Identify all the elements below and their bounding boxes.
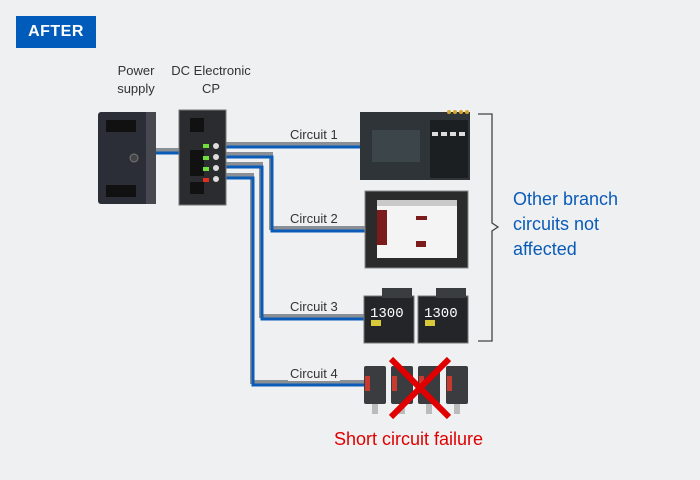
failure-label: Short circuit failure: [334, 429, 484, 449]
circuit-3-outline: [226, 162, 366, 318]
led-2: [203, 156, 209, 160]
controller-2-display: 1300: [424, 306, 458, 322]
note-line: Other branch: [513, 189, 619, 209]
circuit-4-wire: [226, 176, 366, 387]
plc-device: [360, 110, 470, 180]
led-4: [203, 178, 209, 182]
power-supply-device: [98, 112, 156, 204]
bracket: [478, 113, 500, 342]
led-1: [203, 144, 209, 148]
after-badge: AFTER: [16, 16, 96, 48]
circuit-2-wire: [226, 155, 366, 233]
note-line: affected: [513, 239, 577, 259]
cp-label: DC Electronic CP: [166, 62, 256, 98]
controller-1-display: 1300: [370, 306, 404, 322]
note-line: circuits not: [513, 214, 600, 234]
temperature-controllers: 1300 1300: [363, 288, 469, 344]
circuit-3-wire: [226, 165, 366, 321]
power-supply-label: Power supply: [108, 62, 164, 98]
circuit-1-label: Circuit 1: [288, 127, 340, 142]
label-line: supply: [117, 81, 155, 96]
label-line: DC Electronic: [171, 63, 251, 78]
label-line: CP: [201, 81, 221, 96]
led-3: [203, 167, 209, 171]
circuit-3-label: Circuit 3: [288, 299, 340, 314]
circuit-4-label: Circuit 4: [288, 366, 340, 381]
unaffected-note: Other branch circuits not affected: [513, 187, 618, 262]
label-line: Power: [117, 63, 155, 78]
circuit-4-outline: [226, 173, 366, 384]
circuit-2-label: Circuit 2: [288, 211, 340, 226]
electronic-cp-device: [178, 109, 227, 206]
failure-x-icon: [388, 356, 452, 420]
hmi-device: [364, 190, 469, 269]
